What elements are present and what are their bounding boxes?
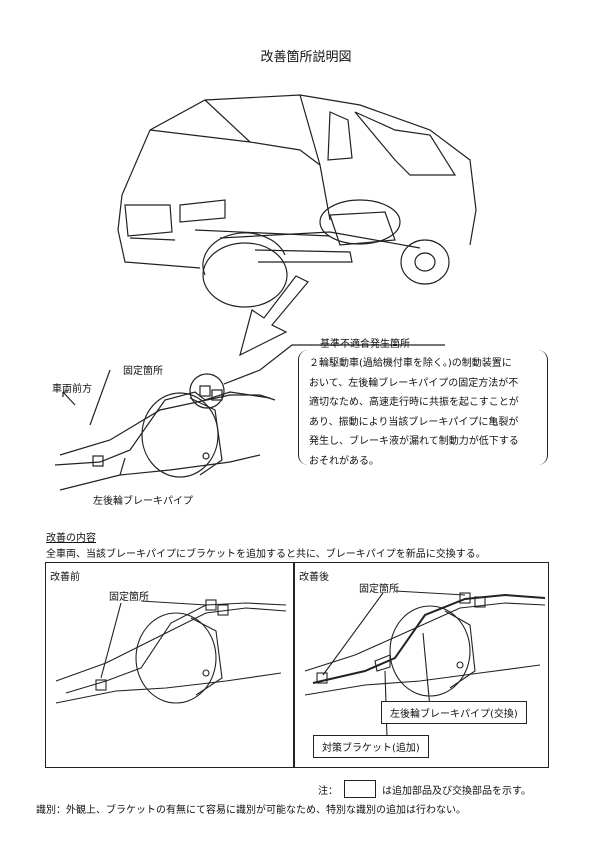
identification-text: 識別：外観上、ブラケットの有無にて容易に識別が可能なため、特別な識別の追加は行わ… — [36, 805, 466, 816]
legend-note: 注： は追加部品及び交換部品を示す。 — [318, 780, 531, 798]
after-axle-drawing — [304, 590, 546, 739]
note-text: は追加部品及び交換部品を示す。 — [382, 785, 531, 797]
legend-box-sample — [344, 780, 376, 798]
description-line: 適切なため、高速走行時に共振を起こすことが — [309, 397, 519, 408]
description-box: ２輪駆動車(過給機付車を除く。)の制動装置に おいて、左後輪ブレーキパイプの固定… — [298, 350, 548, 467]
description-line: あり、振動により当該ブレーキパイプに亀裂が — [309, 416, 519, 428]
before-title: 改善前 — [50, 572, 80, 583]
description-line: おいて、左後輪ブレーキパイプの固定方法が不 — [309, 377, 519, 389]
before-fixing-label: 固定箇所 — [109, 592, 149, 603]
vehicle-diagram — [54, 94, 477, 491]
description-line: ２輪駆動車(過給機付車を除く。)の制動装置に — [309, 358, 512, 369]
bracket-added-box: 対策ブラケット(追加) — [313, 735, 429, 758]
fixing-label: 固定箇所 — [123, 366, 163, 377]
after-panel: 改善後 固定箇所 左後輪ブレーキパイプ(交換) 対策ブラケット(追加) — [294, 562, 549, 768]
pipe-replacement-box: 左後輪ブレーキパイプ(交換) — [381, 701, 527, 724]
after-fixing-label: 固定箇所 — [359, 584, 399, 595]
page-title: 改善箇所説明図 — [260, 50, 352, 65]
improvement-body: 全車両、当該ブレーキパイプにブラケットを追加すると共に、ブレーキパイプを新品に交… — [46, 549, 486, 560]
noncompliance-callout: 基準不適合発生箇所 — [320, 339, 410, 350]
improvement-heading: 改善の内容 — [46, 533, 96, 544]
description-line: 発生し、ブレーキ液が漏れて制動力が低下する — [309, 436, 519, 447]
before-axle-drawing — [55, 599, 287, 704]
description-line: おそれがある。 — [309, 455, 379, 467]
note-prefix: 注： — [318, 785, 338, 797]
vehicle-front-label: 車両前方 — [52, 384, 92, 395]
pipe-label: 左後輪ブレーキパイプ — [93, 496, 193, 507]
after-title: 改善後 — [299, 572, 329, 583]
before-panel: 改善前 固定箇所 — [45, 562, 294, 768]
